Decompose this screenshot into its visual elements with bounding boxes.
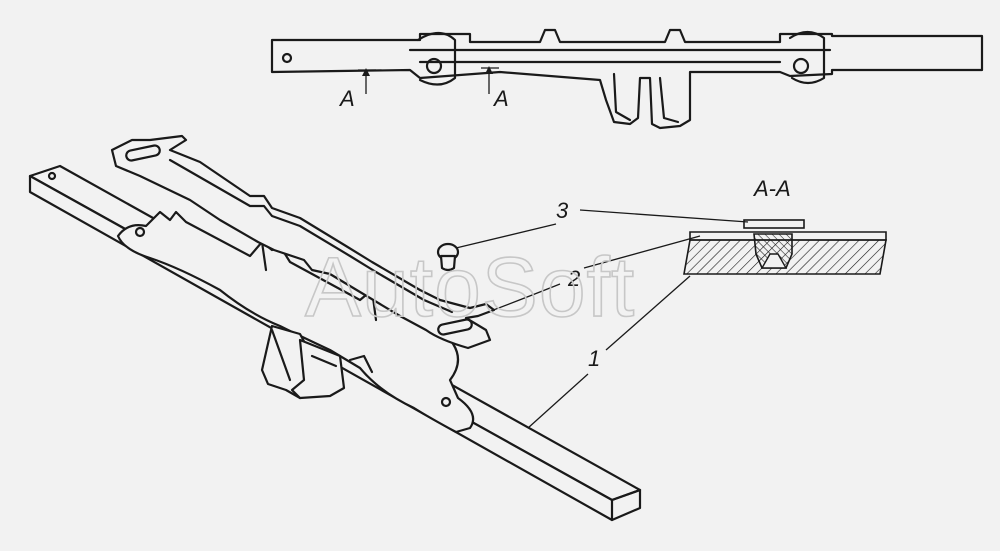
strip-end-hole [47, 171, 57, 181]
top-view [270, 28, 984, 130]
left-slot [416, 31, 457, 86]
spring-clip [260, 324, 346, 400]
watermark: AutoSoft [305, 240, 635, 334]
section-mark-right: A [492, 86, 509, 111]
top-bar [270, 28, 984, 130]
clip-leg-right [658, 76, 680, 124]
callout-1: 1 [588, 346, 600, 371]
strip-rib [116, 210, 475, 434]
rib-hole-left [134, 226, 146, 238]
rib-body [116, 210, 475, 434]
callout-2: 2 [567, 266, 580, 291]
section-mark-left: A [338, 86, 355, 111]
left-slot-hole [425, 57, 443, 75]
plate-outline [110, 134, 496, 350]
callout-leaders: 3 2 1 [455, 198, 749, 429]
rivet-shank [439, 254, 457, 272]
plate-part-2 [110, 134, 496, 350]
leader-3-rivet [455, 223, 557, 249]
plate-slot-right [437, 318, 473, 336]
right-slot-hole [792, 57, 810, 75]
leader-2-section [583, 235, 701, 269]
callout-3: 3 [556, 198, 569, 223]
leader-1-strip [527, 373, 589, 429]
clip-tab [290, 338, 346, 400]
clip-leg-left [612, 72, 632, 122]
rivet-part-3 [436, 242, 460, 272]
plate-channel [168, 158, 454, 314]
leader-3-section [579, 209, 749, 223]
strip-end-face [610, 488, 642, 522]
section-a-a: A-A [683, 176, 887, 275]
plate-slot-left [125, 144, 161, 162]
end-hole [281, 52, 293, 64]
leader-1-section [605, 275, 691, 351]
leader-2-plate [487, 283, 561, 313]
section-markers: A A [338, 66, 509, 111]
right-slot [788, 30, 826, 85]
rib-hole-right [440, 396, 452, 408]
section-title: A-A [752, 176, 791, 201]
